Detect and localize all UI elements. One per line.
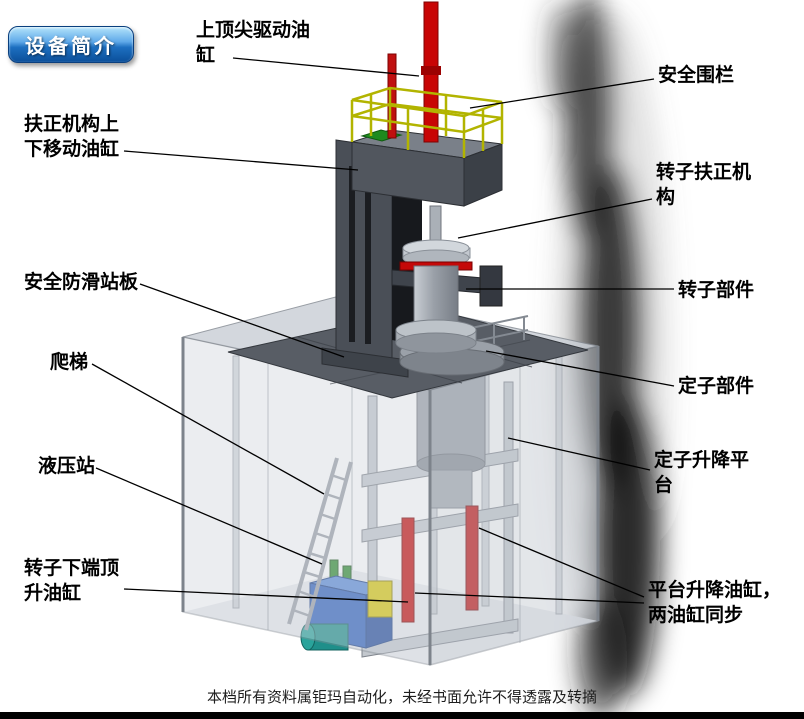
safety-fence-graphic [350,86,504,158]
leader-rotor-jack-cylinder [123,588,409,603]
leader-anti-slip [139,283,345,358]
leader-safety-fence [469,78,655,109]
leader-ladder [91,363,325,495]
leader-stator-lift-platform [507,437,651,471]
leader-platform-cylinder-a [478,527,645,598]
label-stator-component: 定子部件 [678,376,755,397]
smoke-shadow [548,0,670,718]
title-badge: 设备简介 [8,26,134,63]
leader-centering-move-cylinder [123,150,359,171]
label-ladder: 爬梯 [50,352,89,373]
label-rotor-component: 转子部件 [678,280,755,301]
bottom-bar [0,712,804,719]
title-badge-label: 设备简介 [25,36,117,58]
label-platform-lift-cylinders: 平台升降油缸，两油缸同步 [648,580,782,627]
platform-lift-cylinders-graphic [401,505,479,623]
lift-subframe [232,351,563,658]
label-rotor-bottom-jack-cylinder: 转子下端顶升油缸 [24,558,120,605]
leader-top-drive-cylinder [232,57,420,77]
footer-watermark: 本档所有资料属钜玛自动化，未经书面允许不得透露及转摘 [206,690,597,706]
rotor-graphic [395,205,477,354]
leader-hydraulic-station [95,467,323,565]
label-top-drive-cylinder: 上顶尖驱动油缸 [196,20,311,67]
stator-under-platform [416,367,486,509]
label-anti-slip-platform: 安全防滑站板 [24,272,139,293]
leader-rotor-centering [457,198,653,239]
label-rotor-centering-mechanism: 转子扶正机构 [656,162,752,209]
top-drive-cylinder-graphic [387,1,441,143]
leader-platform-cylinder-b [414,592,645,604]
label-hydraulic-station: 液压站 [38,456,96,477]
label-safety-fence: 安全围栏 [658,65,735,86]
label-stator-lift-platform: 定子升降平台 [654,450,750,497]
leader-stator-component [485,350,675,387]
label-centering-move-cylinder: 扶正机构上下移动油缸 [24,114,120,161]
